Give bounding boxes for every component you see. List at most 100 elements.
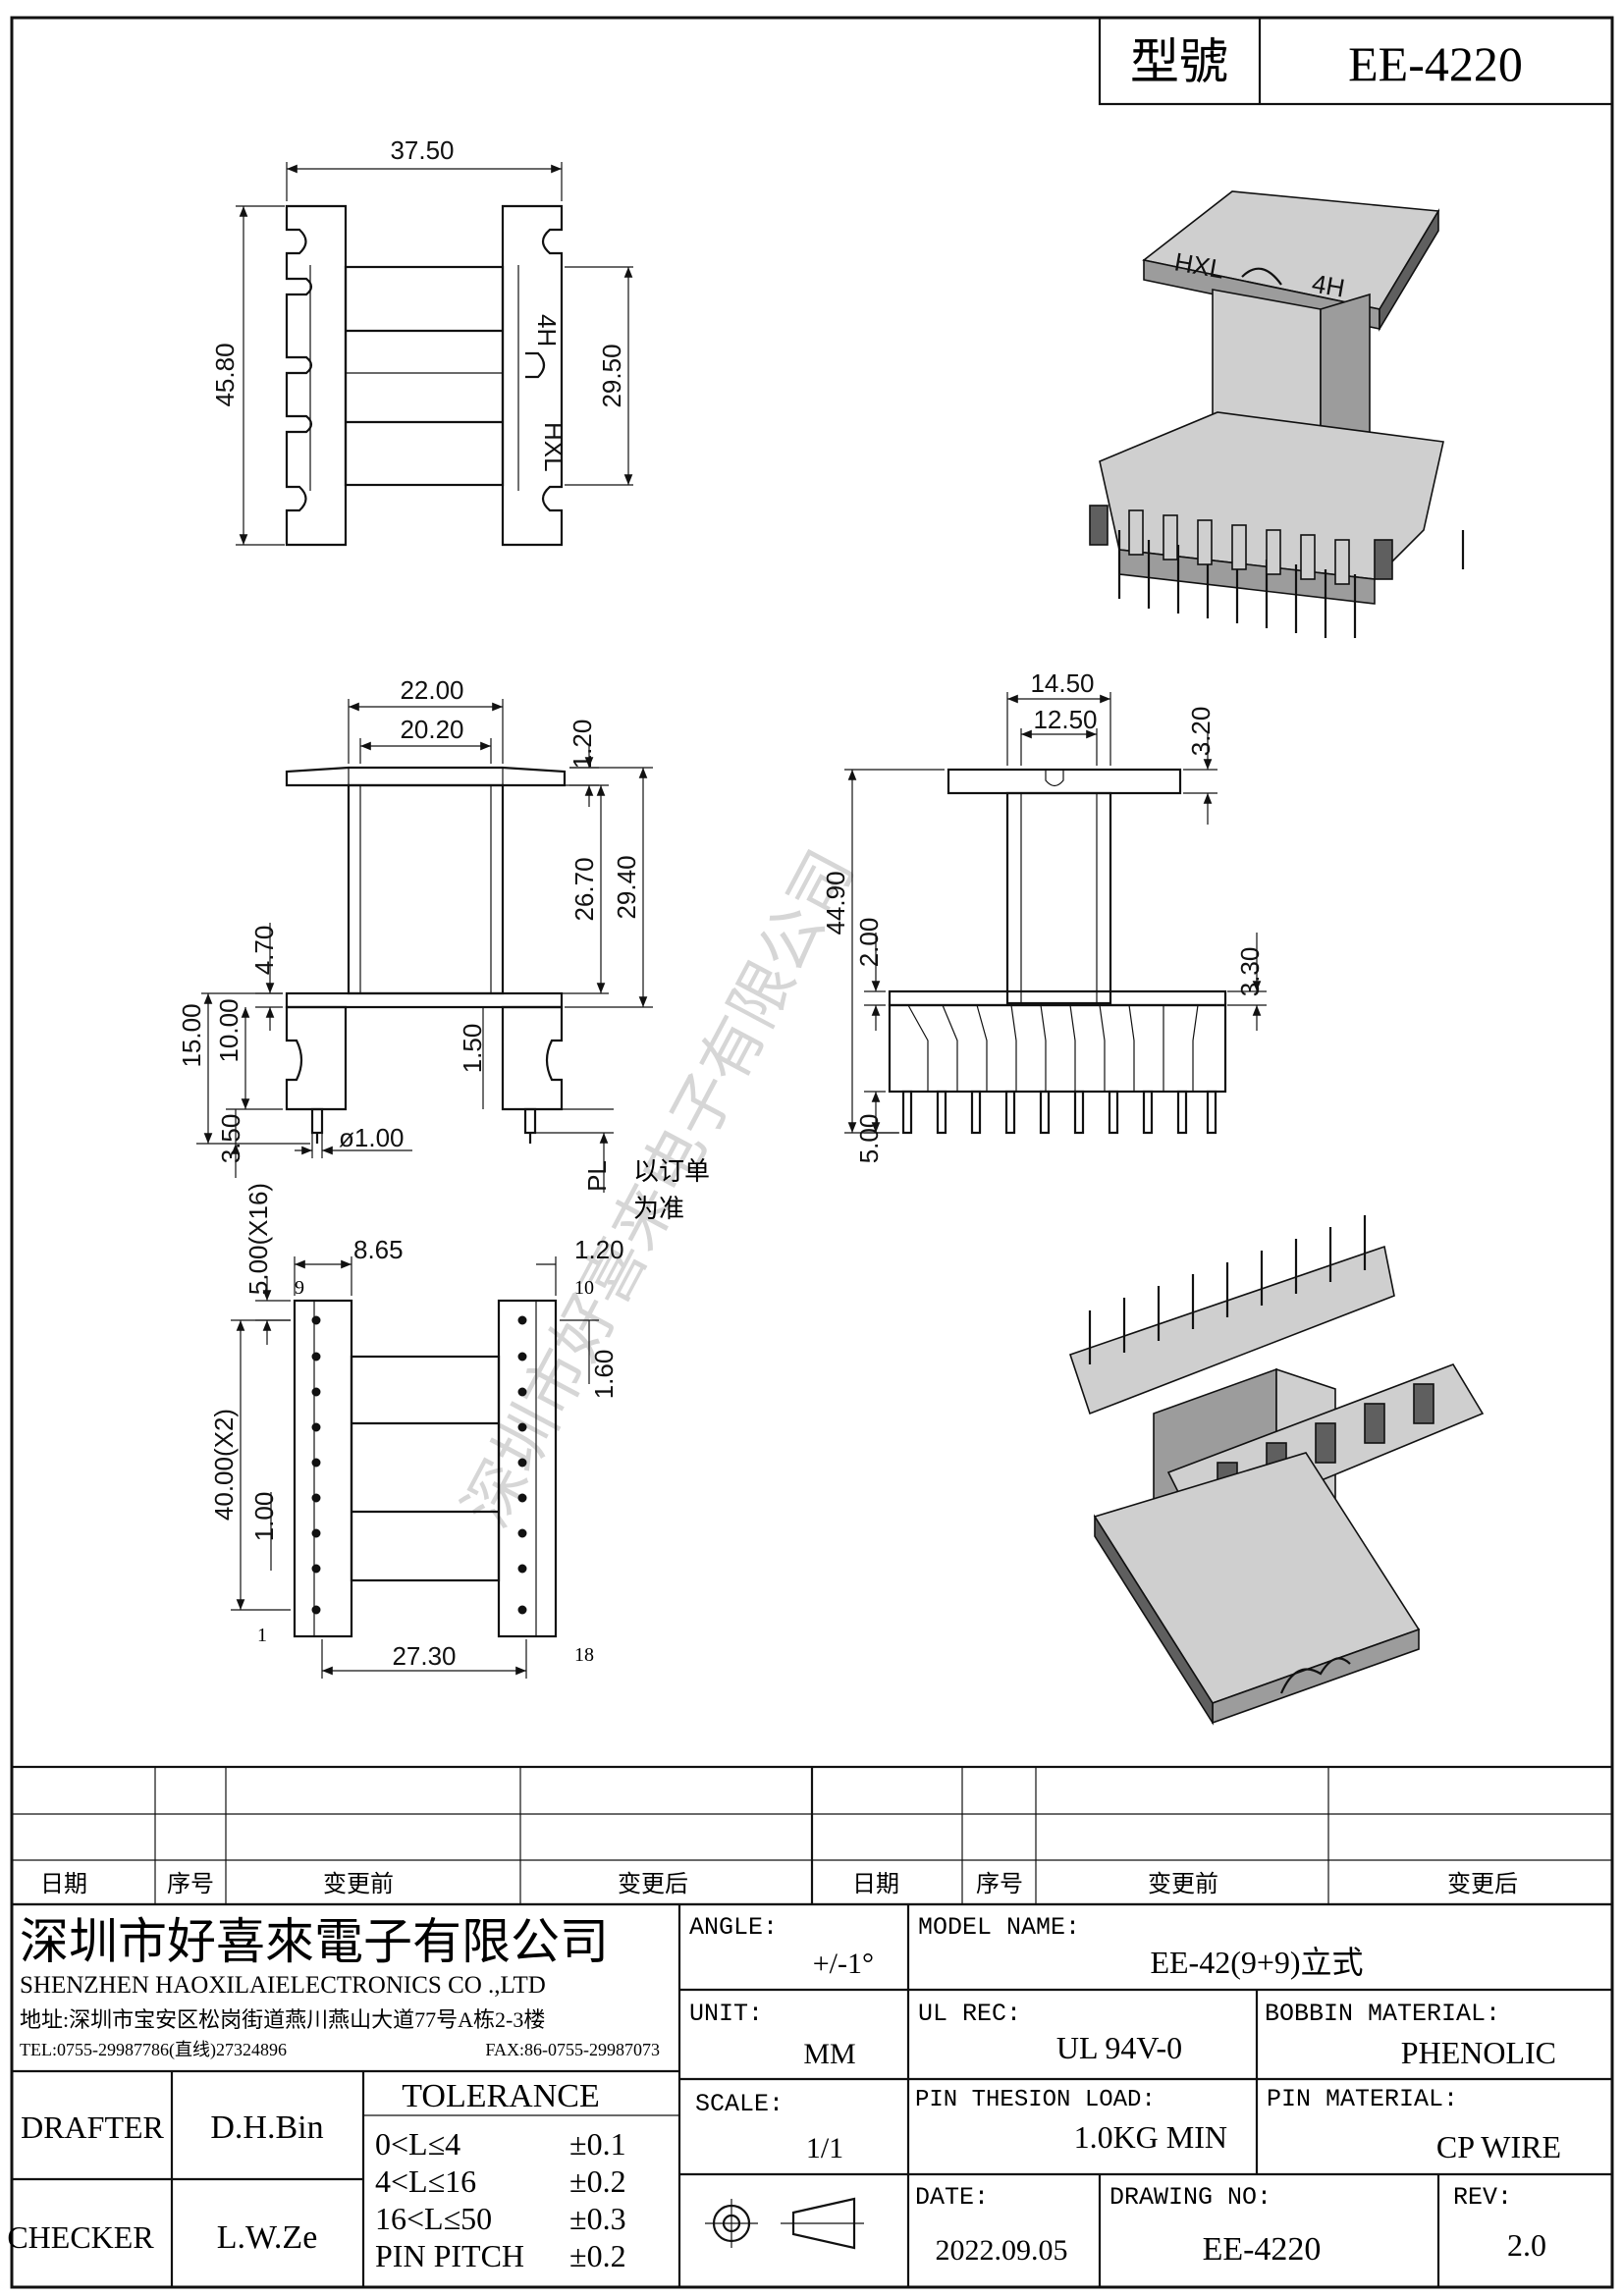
drafter-label: DRAFTER — [21, 2109, 164, 2145]
dim-b: 45.80 — [210, 343, 240, 406]
checker-value: L.W.Ze — [217, 2219, 318, 2256]
pin-tension-label: PIN THESION LOAD: — [915, 2087, 1156, 2113]
dim-q: 44.90 — [821, 871, 850, 934]
pin-label-10: 10 — [574, 1277, 594, 1299]
date-value: 2022.09.05 — [936, 2234, 1068, 2267]
iso-top-comb — [1089, 505, 1393, 585]
pin-label-1: 1 — [257, 1625, 267, 1646]
rev-header-date-1: 日期 — [40, 1872, 87, 1897]
tolerance-range-3: PIN PITCH — [375, 2238, 524, 2273]
unit-label: UNIT: — [689, 2000, 763, 2028]
ul-value: UL 94V-0 — [1056, 2030, 1182, 2065]
company-fax: FAX:86-0755-29987073 — [485, 2040, 660, 2059]
top-view: 4H HXL 37.50 45.80 29.50 — [210, 135, 633, 547]
checker-label: CHECKER — [7, 2219, 154, 2255]
bobbin-value: PHENOLIC — [1401, 2035, 1556, 2070]
dim-l: 8.65 — [353, 1235, 404, 1264]
rev-header-date-2: 日期 — [852, 1872, 899, 1897]
pin-material-value: CP WIRE — [1436, 2129, 1561, 2164]
dim-k: ø1.00 — [339, 1123, 405, 1152]
company-name-cn: 深圳市好喜來電子有限公司 — [20, 1914, 609, 1969]
pin-label-18: 18 — [574, 1644, 594, 1666]
isometric-view-top: HXL 4H — [1089, 190, 1465, 638]
pin-tension-value: 1.0KG MIN — [1074, 2119, 1227, 2155]
dim-g: 29.40 — [612, 855, 641, 919]
dim-t9: 1.60 — [589, 1350, 619, 1400]
dim-t6: 3.30 — [1235, 947, 1265, 997]
dim-p: 12.50 — [1033, 705, 1097, 734]
dim-t2: 1.50 — [458, 1024, 487, 1074]
bottom-view: 9 10 1 18 8.65 1.20 5.00(X16) 40.00(X2) … — [209, 1183, 624, 1679]
marking-hxl: HXL — [539, 422, 568, 472]
dim-t10: 40.00(X2) — [209, 1409, 239, 1521]
angle-value: +/-1° — [813, 1948, 874, 1980]
dim-t4: 3.20 — [1186, 707, 1216, 757]
dim-t3: 3.50 — [216, 1114, 245, 1164]
isometric-view-bottom — [1068, 1215, 1485, 1726]
right-pin-dots — [517, 1315, 527, 1615]
dim-m: 5.00(X16) — [243, 1183, 273, 1295]
bobbin-label: BOBBIN MATERIAL: — [1265, 2000, 1500, 2028]
rev-header-seq-2: 序号 — [976, 1871, 1023, 1897]
tolerance-range-1: 4<L≤16 — [375, 2163, 476, 2199]
angle-label: ANGLE: — [689, 1913, 778, 1942]
dim-n: 27.30 — [392, 1641, 456, 1671]
model-name-value: EE-42(9+9)立式 — [1150, 1945, 1363, 1980]
tolerance-title: TOLERANCE — [402, 2078, 599, 2114]
pin-material-label: PIN MATERIAL: — [1267, 2085, 1458, 2113]
tolerance-value-1: ±0.2 — [569, 2163, 626, 2199]
dim-t11: 1.00 — [249, 1492, 279, 1542]
dim-o: 14.50 — [1030, 668, 1094, 698]
rev-header-after-1: 变更后 — [618, 1871, 688, 1897]
rev-header-before-1: 变更前 — [323, 1871, 394, 1897]
rev-header-before-2: 变更前 — [1148, 1871, 1218, 1897]
dim-t1: 1.20 — [568, 720, 597, 770]
iso-bottom-back-pins — [1088, 1215, 1367, 1364]
dim-d: 22.00 — [400, 675, 463, 705]
front-view: 22.00 20.20 1.20 26.70 29.40 4.70 10.00 — [177, 675, 710, 1223]
pin-label-9: 9 — [295, 1277, 304, 1299]
model-label: 型號 — [1130, 34, 1228, 89]
rev-header-after-2: 变更后 — [1447, 1871, 1518, 1897]
scale-label: SCALE: — [695, 2090, 784, 2118]
dim-a: 37.50 — [390, 135, 454, 165]
left-pin-dots — [311, 1315, 321, 1615]
rev-label: REV: — [1453, 2183, 1512, 2212]
model-name-label: MODEL NAME: — [918, 1913, 1080, 1942]
tolerance-range-0: 0<L≤4 — [375, 2126, 460, 2162]
tolerance-value-0: ±0.1 — [569, 2126, 626, 2162]
side-view: 14.50 12.50 3.20 44.90 2.00 3.30 5.00 — [821, 668, 1267, 1163]
company-name-en: SHENZHEN HAOXILAIELECTRONICS CO .,LTD — [20, 1972, 546, 1999]
unit-value: MM — [803, 2038, 855, 2070]
dim-h: 15.00 — [177, 1003, 206, 1067]
note-line-2: 为准 — [633, 1195, 684, 1223]
dim-i: 10.00 — [214, 998, 243, 1062]
side-pins — [901, 1090, 1217, 1135]
tolerance-range-2: 16<L≤50 — [375, 2201, 492, 2236]
note-line-1: 以订单 — [633, 1157, 710, 1186]
rev-value: 2.0 — [1507, 2227, 1546, 2263]
rev-header-seq-1: 序号 — [167, 1871, 214, 1897]
tolerance-value-3: ±0.2 — [569, 2238, 626, 2273]
dim-c: 29.50 — [597, 344, 626, 407]
dim-j: 4.70 — [249, 926, 279, 976]
drawing-no-value: EE-4220 — [1203, 2231, 1322, 2268]
revision-table: 日期 序号 变更前 变更后 日期 序号 变更前 变更后 — [10, 1765, 1614, 1906]
dim-t8: 1.20 — [574, 1235, 624, 1264]
model-box: 型號 EE-4220 — [1098, 16, 1614, 106]
side-pin-slots — [907, 1004, 1199, 1092]
dim-t7: 5.00 — [854, 1114, 884, 1164]
tolerance-value-2: ±0.3 — [569, 2201, 626, 2236]
marking-4h: 4H — [532, 314, 562, 347]
date-label: DATE: — [915, 2183, 989, 2212]
dim-pl: PL — [582, 1160, 612, 1192]
dim-e: 20.20 — [400, 715, 463, 744]
iso-marking-4h: 4H — [1310, 268, 1347, 302]
title-block: 深圳市好喜來電子有限公司 SHENZHEN HAOXILAIELECTRONIC… — [7, 1902, 1614, 2289]
watermark: 深圳市好喜来电子有限公司 — [451, 839, 869, 1539]
ul-label: UL REC: — [918, 2000, 1021, 2028]
dim-t5: 2.00 — [854, 918, 884, 968]
company-tel: TEL:0755-29987786(直线)27324896 — [20, 2040, 287, 2060]
dim-f: 26.70 — [569, 857, 599, 921]
